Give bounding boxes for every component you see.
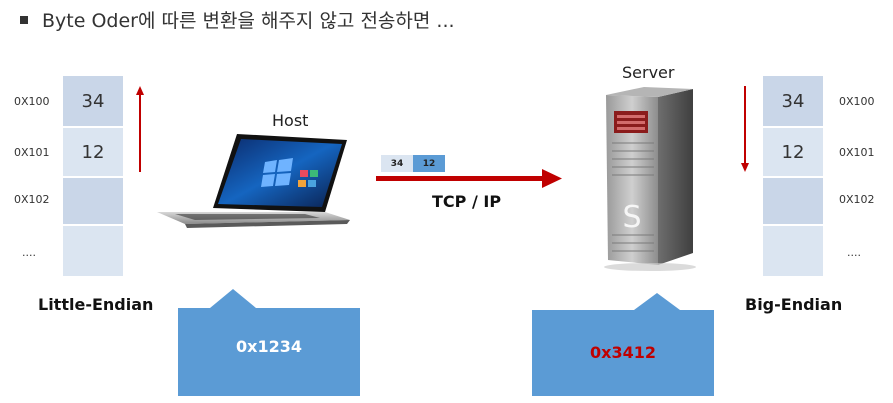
left-address-1: 0X101 xyxy=(14,146,50,159)
left-memory-cell-2 xyxy=(63,178,123,226)
arrow-up-icon xyxy=(136,86,144,172)
right-address-1: 0X101 xyxy=(839,146,875,159)
transport-label: TCP / IP xyxy=(432,192,502,211)
server-value: 0x3412 xyxy=(590,343,656,362)
right-address-3: .... xyxy=(847,246,861,259)
left-address-2: 0X102 xyxy=(14,193,50,206)
host-label: Host xyxy=(272,111,309,130)
right-memory-cell-3 xyxy=(763,226,823,276)
left-memory-cell-3 xyxy=(63,226,123,276)
right-memory-column: 34 12 xyxy=(763,76,823,276)
host-value-callout xyxy=(178,289,360,396)
right-memory-cell-2 xyxy=(763,178,823,226)
big-endian-label: Big-Endian xyxy=(745,295,843,314)
host-value: 0x1234 xyxy=(236,337,302,356)
server-rack-icon: S xyxy=(604,87,696,271)
bullet-icon xyxy=(20,15,28,24)
arrow-right-icon xyxy=(376,169,562,188)
right-address-2: 0X102 xyxy=(839,193,875,206)
left-address-3: .... xyxy=(22,246,36,259)
left-address-0: 0X100 xyxy=(14,95,50,108)
left-memory-cell-0: 34 xyxy=(63,76,123,128)
svg-text:S: S xyxy=(622,200,641,235)
left-memory-column: 34 12 xyxy=(63,76,123,276)
packet-byte-0: 34 xyxy=(381,155,413,172)
arrow-down-icon xyxy=(741,86,749,172)
right-memory-cell-0: 34 xyxy=(763,76,823,128)
packet: 34 12 xyxy=(381,155,445,172)
laptop-icon xyxy=(157,134,350,228)
right-memory-cell-1: 12 xyxy=(763,128,823,178)
packet-byte-1: 12 xyxy=(413,155,445,172)
server-value-callout xyxy=(532,293,714,396)
server-label: Server xyxy=(622,63,675,82)
right-address-0: 0X100 xyxy=(839,95,875,108)
title-text: Byte Oder에 따른 변환을 해주지 않고 전송하면 ... xyxy=(42,10,455,32)
slide-title: Byte Oder에 따른 변환을 해주지 않고 전송하면 ... xyxy=(20,6,455,33)
little-endian-label: Little-Endian xyxy=(38,295,154,314)
left-memory-cell-1: 12 xyxy=(63,128,123,178)
